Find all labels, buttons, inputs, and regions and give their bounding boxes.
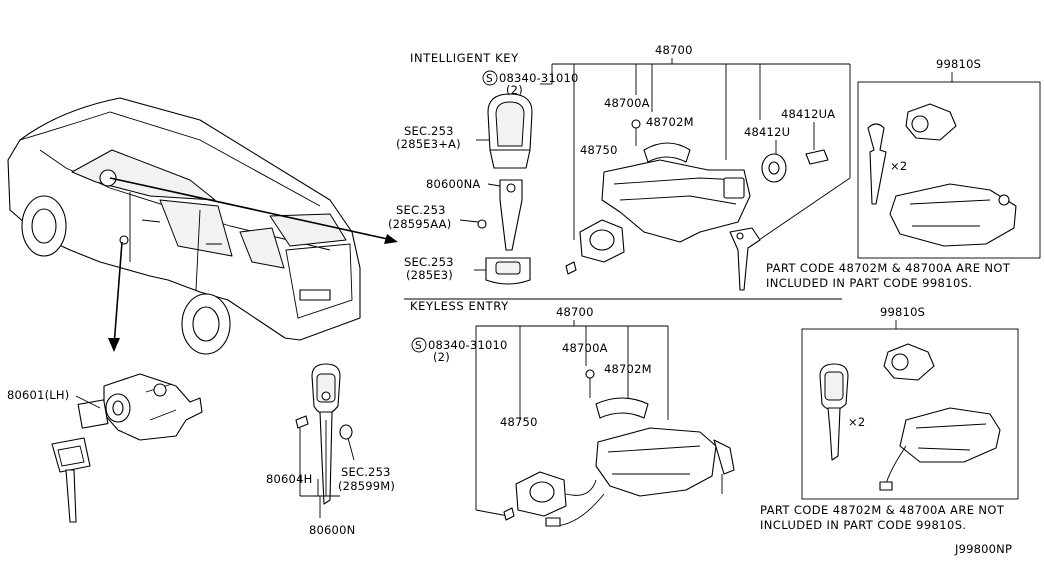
ik-kit-box bbox=[857, 81, 1041, 259]
label-ik-bolt-qty: (2) bbox=[506, 83, 523, 97]
s-symbol-ik: S bbox=[486, 73, 493, 85]
label-ke-bolt: 08340-31010 bbox=[428, 338, 508, 352]
label-ik-99810s: 99810S bbox=[936, 57, 981, 71]
section-keyless-entry: KEYLESS ENTRY bbox=[410, 299, 509, 313]
label-ik-48700a: 48700A bbox=[604, 96, 650, 110]
label-285e3: (285E3) bbox=[406, 268, 453, 282]
label-80604h: 80604H bbox=[266, 472, 312, 486]
label-28595aa: (28595AA) bbox=[388, 217, 451, 231]
mechanical-key bbox=[295, 363, 353, 505]
label-ik-bolt: 08340-31010 bbox=[499, 71, 579, 85]
ik-steering-lock-assembly bbox=[565, 119, 829, 291]
label-ik-sec253-c: SEC.253 bbox=[404, 255, 454, 269]
intelligent-key-fob bbox=[477, 93, 533, 285]
callout-arrows bbox=[108, 177, 398, 352]
label-sec253-key: SEC.253 bbox=[341, 465, 391, 479]
ke-kit-parts bbox=[819, 343, 1001, 491]
note-ke-line1: PART CODE 48702M & 48700A ARE NOT bbox=[760, 503, 1005, 517]
vehicle-illustration bbox=[7, 97, 361, 355]
label-ke-99810s: 99810S bbox=[880, 305, 925, 319]
label-ik-sec253-a: SEC.253 bbox=[404, 124, 454, 138]
ke-kit-box bbox=[801, 328, 1019, 500]
label-ik-48702m: 48702M bbox=[646, 115, 694, 129]
label-28599m: (28599M) bbox=[338, 479, 395, 493]
ik-kit-parts bbox=[867, 103, 1017, 247]
label-ik-48700: 48700 bbox=[655, 43, 693, 57]
label-80601: 80601(LH) bbox=[7, 388, 69, 402]
label-ik-x2: ×2 bbox=[890, 159, 907, 173]
label-48412ua: 48412UA bbox=[781, 107, 835, 121]
label-ke-48702m: 48702M bbox=[604, 362, 652, 376]
label-ke-bolt-qty: (2) bbox=[433, 350, 450, 364]
label-80600na: 80600NA bbox=[426, 177, 480, 191]
label-ik-48750: 48750 bbox=[580, 143, 618, 157]
note-ik-line1: PART CODE 48702M & 48700A ARE NOT bbox=[766, 261, 1011, 275]
ke-steering-lock-assembly bbox=[503, 369, 735, 527]
label-48412u: 48412U bbox=[744, 125, 790, 139]
label-ik-sec253-b: SEC.253 bbox=[396, 203, 446, 217]
note-ik-line2: INCLUDED IN PART CODE 99810S. bbox=[766, 276, 972, 290]
label-ke-48700a: 48700A bbox=[562, 341, 608, 355]
diagram-code: J99800NP bbox=[954, 542, 1012, 556]
s-symbol-ke: S bbox=[415, 340, 422, 352]
label-ke-48700: 48700 bbox=[556, 305, 594, 319]
section-intelligent-key: INTELLIGENT KEY bbox=[410, 51, 519, 65]
door-lock-cylinder bbox=[51, 373, 203, 523]
label-285e3a: (285E3+A) bbox=[396, 137, 461, 151]
label-80600n: 80600N bbox=[309, 523, 355, 537]
label-ke-48750: 48750 bbox=[500, 415, 538, 429]
note-ke-line2: INCLUDED IN PART CODE 99810S. bbox=[760, 518, 966, 532]
label-ke-x2: ×2 bbox=[848, 415, 865, 429]
